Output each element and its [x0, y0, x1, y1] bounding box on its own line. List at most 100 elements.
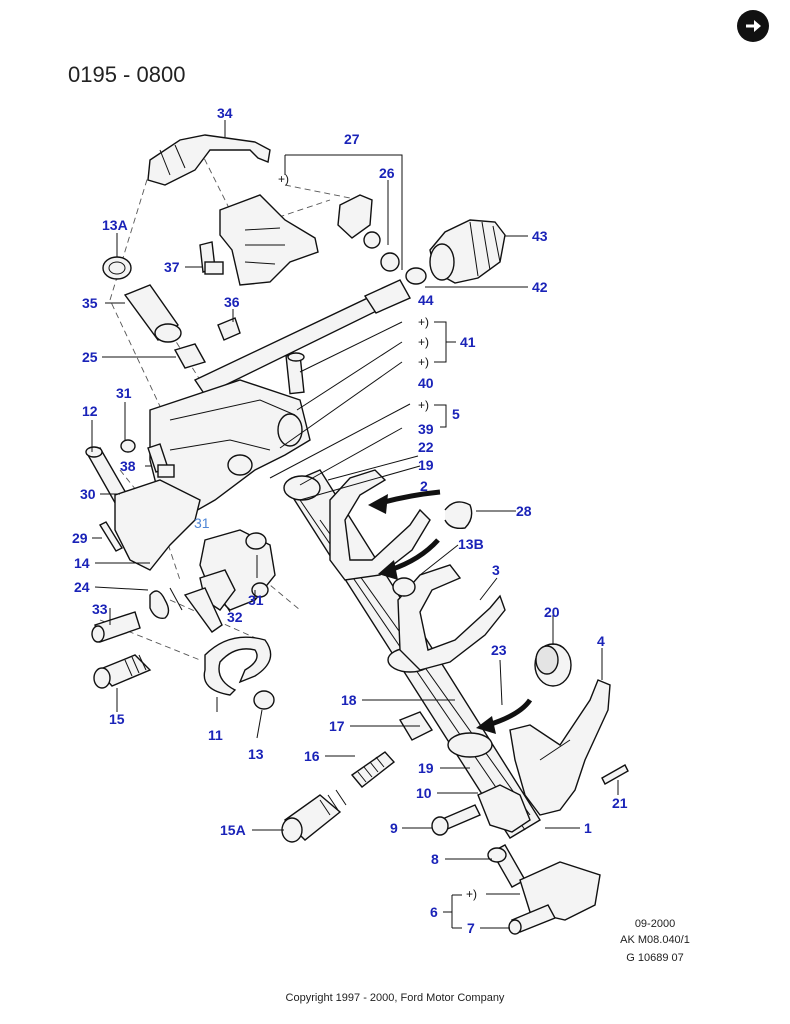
part-44-selector-rod — [193, 279, 411, 396]
callout-36: 36 — [224, 294, 240, 310]
callout-42: 42 — [532, 279, 548, 295]
part-16-spring — [350, 751, 396, 788]
part-37-bolt — [199, 241, 224, 275]
plus-marks: +) +) +) +) +) +) — [278, 172, 477, 901]
diagram-code: G 10689 07 — [626, 952, 684, 964]
callout-16: 16 — [304, 748, 320, 764]
callout-27: 27 — [344, 131, 360, 147]
plus-mark: +) — [278, 172, 289, 186]
part-31-washer-top — [120, 439, 136, 453]
callout-31-lower: 31 — [248, 592, 264, 608]
callout-32: 32 — [227, 609, 243, 625]
part-32-lever — [183, 569, 236, 633]
callout-30: 30 — [80, 486, 96, 502]
copyright-notice: Copyright 1997 - 2000, Ford Motor Compan… — [285, 992, 505, 1004]
part-24-spring — [149, 587, 183, 619]
part-15-plunger — [93, 654, 152, 689]
callout-44: 44 — [418, 292, 434, 308]
callout-31-middle: 31 — [194, 515, 210, 531]
callout-4: 4 — [597, 633, 605, 649]
callout-11: 11 — [208, 727, 223, 743]
callout-19-lower: 19 — [418, 760, 434, 776]
callout-7: 7 — [467, 920, 475, 936]
callout-43: 43 — [532, 228, 548, 244]
part-35-sleeve — [123, 284, 182, 343]
callout-15: 15 — [109, 711, 125, 727]
plus-mark: +) — [418, 335, 429, 349]
callout-24: 24 — [74, 579, 90, 595]
diagram-date: 09-2000 — [634, 918, 676, 930]
callout-28: 28 — [516, 503, 532, 519]
callout-34: 34 — [217, 105, 233, 121]
arrow-right-circle-icon — [746, 20, 761, 32]
callout-13B: 13B — [458, 536, 484, 552]
part-26-clip — [337, 194, 400, 272]
callout-21: 21 — [612, 795, 628, 811]
callout-19-upper: 19 — [418, 457, 434, 473]
part-38-bolt — [147, 443, 175, 478]
callout-6: 6 — [430, 904, 438, 920]
callout-22: 22 — [418, 439, 434, 455]
callout-38: 38 — [120, 458, 136, 474]
part-4-fork — [509, 679, 611, 816]
callout-33: 33 — [92, 601, 108, 617]
callout-40: 40 — [418, 375, 434, 391]
callout-31-top: 31 — [116, 385, 132, 401]
part-8-bolt — [487, 844, 526, 888]
callout-23: 23 — [491, 642, 507, 658]
part-15A-plunger — [281, 789, 347, 843]
plus-mark: +) — [418, 398, 429, 412]
part-10-bracket — [477, 784, 531, 833]
callout-17: 17 — [329, 718, 345, 734]
callout-8: 8 — [431, 851, 439, 867]
part-42-ring — [405, 267, 427, 285]
callout-37: 37 — [164, 259, 180, 275]
callout-5: 5 — [452, 406, 460, 422]
callout-10: 10 — [416, 785, 432, 801]
callout-labels: 34 27 26 13A 37 43 42 35 36 44 41 25 40 … — [72, 105, 628, 936]
callout-13: 13 — [248, 746, 264, 762]
part-13B-bush — [392, 577, 416, 597]
part-9-bolt — [431, 804, 481, 836]
callout-39: 39 — [418, 421, 434, 437]
part-20-bush — [534, 643, 572, 687]
diagram-reference: AK M08.040/1 — [620, 934, 690, 946]
callout-3: 3 — [492, 562, 500, 578]
part-36-screw — [217, 317, 241, 341]
part-28-circlip — [444, 501, 473, 530]
part-43-boot — [429, 219, 506, 284]
part-selector-fork-lower — [397, 564, 506, 671]
part-13A-bush — [102, 256, 132, 280]
callout-9: 9 — [390, 820, 398, 836]
part-29-pin — [99, 521, 123, 552]
part-selector-fork-upper — [329, 469, 431, 581]
plus-mark: +) — [418, 355, 429, 369]
plus-mark: +) — [466, 887, 477, 901]
next-page-button[interactable] — [737, 10, 769, 42]
part-selector-plate — [219, 194, 319, 286]
callout-25: 25 — [82, 349, 98, 365]
callout-15A: 15A — [220, 822, 246, 838]
callout-2: 2 — [420, 478, 428, 494]
part-11-clip — [203, 636, 272, 696]
part-21-pin — [601, 764, 629, 785]
part-6-block — [508, 861, 601, 935]
callout-14: 14 — [74, 555, 90, 571]
callout-13A: 13A — [102, 217, 128, 233]
callout-1: 1 — [584, 820, 592, 836]
callout-18: 18 — [341, 692, 357, 708]
plus-mark: +) — [418, 315, 429, 329]
callout-20: 20 — [544, 604, 560, 620]
part-25-clip — [173, 343, 207, 369]
part-30-lever — [114, 479, 201, 571]
callout-41: 41 — [460, 334, 476, 350]
part-34-bracket — [147, 134, 271, 186]
model-date-range: 0195 - 0800 — [68, 62, 186, 87]
part-13-bush — [253, 690, 275, 710]
leader-lines — [91, 120, 619, 929]
part-41-pin — [285, 352, 305, 395]
part-33-plunger — [91, 611, 141, 643]
callout-12: 12 — [82, 403, 98, 419]
